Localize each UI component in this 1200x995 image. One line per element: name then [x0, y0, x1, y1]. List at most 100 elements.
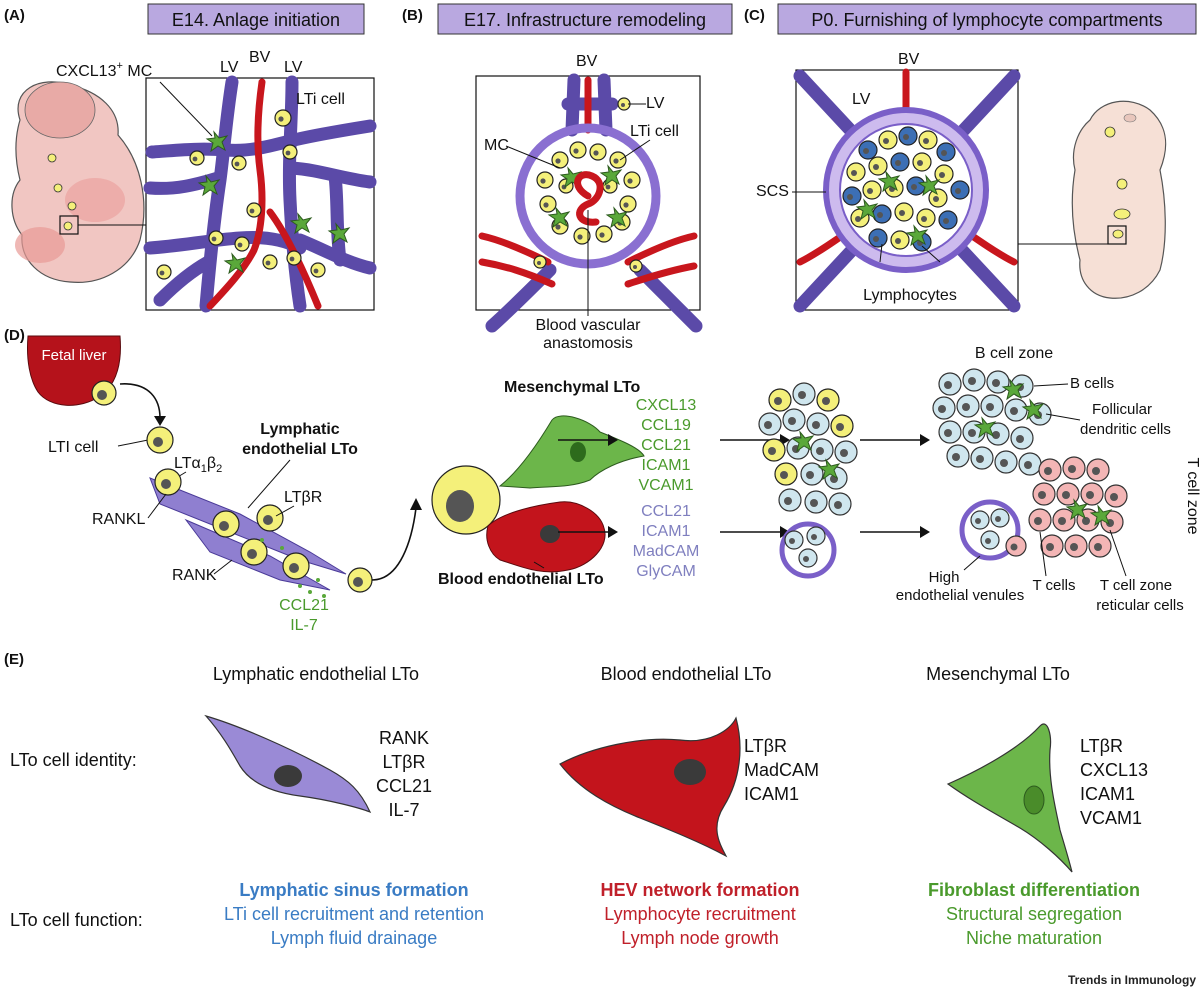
- svg-text:ICAM1: ICAM1: [744, 784, 799, 804]
- svg-text:VCAM1: VCAM1: [638, 477, 693, 494]
- svg-text:VCAM1: VCAM1: [1080, 808, 1142, 828]
- label-trc-1: T cell zone: [1100, 577, 1172, 594]
- embryo-illustration: [11, 81, 146, 283]
- panel-a-cells: [156, 109, 351, 280]
- label-mc-b: MC: [484, 137, 509, 154]
- stage-box-c: [777, 3, 1197, 35]
- panel-a-tag: (A): [4, 7, 25, 24]
- label-scs: SCS: [756, 183, 789, 200]
- label-anastomosis-1: Blood vascular: [536, 317, 642, 334]
- panel-b: (B) E17. Infrastructure remodeling: [402, 3, 733, 352]
- e-col2-function: HEV network formation Lymphocyte recruit…: [600, 880, 799, 948]
- svg-text:Fibroblast differentiation: Fibroblast differentiation: [928, 880, 1140, 900]
- label-b-cells: B cells: [1070, 375, 1114, 392]
- arrow-liver-lti: [119, 383, 161, 419]
- e-col3-markers: LTβR CXCL13 ICAM1 VCAM1: [1080, 736, 1148, 828]
- panel-c-cells: [842, 126, 970, 252]
- label-hev-2: endothelial venules: [896, 587, 1024, 604]
- svg-text:Niche maturation: Niche maturation: [966, 928, 1102, 948]
- label-blood-lto: Blood endothelial LTo: [438, 571, 604, 588]
- svg-text:MadCAM: MadCAM: [633, 543, 700, 560]
- svg-text:Lymphocyte recruitment: Lymphocyte recruitment: [604, 904, 795, 924]
- e-col1-function: Lymphatic sinus formation LTi cell recru…: [224, 880, 484, 948]
- label-cxcl13-mc: CXCL13+ MC: [56, 60, 152, 80]
- stage-box-a: [147, 3, 365, 35]
- purple-adhesion-list: CCL21 ICAM1 MadCAM GlyCAM: [633, 503, 700, 580]
- svg-text:CCL19: CCL19: [641, 417, 691, 434]
- label-fetal-liver: Fetal liver: [41, 347, 106, 364]
- e-col2-markers: LTβR MadCAM ICAM1: [744, 736, 819, 804]
- label-lti-cell-d: LTI cell: [48, 439, 98, 456]
- neonate-illustration: [1018, 100, 1167, 299]
- svg-text:LTβR: LTβR: [382, 752, 425, 772]
- label-lv-b: LV: [646, 95, 665, 112]
- lymphatic-endothelium-strip: [149, 468, 347, 598]
- label-bv-c: BV: [898, 51, 920, 68]
- stage-box-b: [437, 3, 733, 35]
- label-ccl21-d: CCL21: [279, 597, 329, 614]
- label-fdc-2: dendritic cells: [1080, 421, 1171, 438]
- e-col3-title: Mesenchymal LTo: [926, 664, 1070, 684]
- panel-b-tag: (B): [402, 7, 423, 24]
- svg-text:Lymph node growth: Lymph node growth: [621, 928, 778, 948]
- e-col3-function: Fibroblast differentiation Structural se…: [928, 880, 1140, 948]
- label-fdc-1: Follicular: [1092, 401, 1152, 418]
- panel-d: (D) Fetal liver LTI cell LTα1β2 RANKL RA…: [4, 327, 1200, 634]
- label-hev-1: High: [929, 569, 960, 586]
- stage-title-c: P0. Furnishing of lymphocyte compartment…: [811, 10, 1162, 30]
- svg-text:Structural segregation: Structural segregation: [946, 904, 1122, 924]
- svg-text:ICAM1: ICAM1: [642, 523, 691, 540]
- svg-text:CXCL13: CXCL13: [636, 397, 697, 414]
- label-rankl: RANKL: [92, 511, 145, 528]
- label-lti-b: LTi cell: [630, 123, 679, 140]
- svg-text:ICAM1: ICAM1: [642, 457, 691, 474]
- svg-text:GlyCAM: GlyCAM: [636, 563, 696, 580]
- label-ltbr: LTβR: [284, 489, 322, 506]
- stage-title-b: E17. Infrastructure remodeling: [464, 10, 706, 30]
- panel-b-cells: [533, 97, 643, 273]
- label-il7-d: IL-7: [290, 617, 318, 634]
- arrow-lti-to-lto: [371, 507, 417, 581]
- svg-text:CCL21: CCL21: [641, 503, 691, 520]
- svg-text:LTi cell recruitment and reten: LTi cell recruitment and retention: [224, 904, 484, 924]
- label-lymphocytes: Lymphocytes: [863, 287, 957, 304]
- svg-text:LTβR: LTβR: [1080, 736, 1123, 756]
- svg-text:Lymphatic sinus formation: Lymphatic sinus formation: [239, 880, 468, 900]
- label-bv-b: BV: [576, 53, 598, 70]
- label-lv-c: LV: [852, 91, 871, 108]
- svg-text:CXCL13: CXCL13: [1080, 760, 1148, 780]
- lymphatic-lto-illustration: [204, 714, 372, 814]
- svg-text:CCL21: CCL21: [641, 437, 691, 454]
- label-ltab: LTα1β2: [174, 455, 222, 475]
- e-col2-title: Blood endothelial LTo: [601, 664, 772, 684]
- panel-c-tag: (C): [744, 7, 765, 24]
- label-anastomosis-2: anastomosis: [543, 335, 633, 352]
- journal-credit: Trends in Immunology: [1068, 973, 1196, 987]
- svg-text:IL-7: IL-7: [388, 800, 419, 820]
- svg-text:Lymph fluid drainage: Lymph fluid drainage: [271, 928, 437, 948]
- svg-text:RANK: RANK: [379, 728, 429, 748]
- mesenchymal-lto-illustration: [946, 723, 1073, 873]
- organized-lymph-node: [932, 368, 1128, 561]
- label-mes-lto: Mesenchymal LTo: [504, 379, 641, 396]
- svg-text:CCL21: CCL21: [376, 776, 432, 796]
- label-rank: RANK: [172, 567, 217, 584]
- e-function-label: LTo cell function:: [10, 910, 143, 930]
- label-lv-a2: LV: [284, 59, 303, 76]
- label-trc-2: reticular cells: [1096, 597, 1184, 614]
- e-col1-title: Lymphatic endothelial LTo: [213, 664, 419, 684]
- svg-text:MadCAM: MadCAM: [744, 760, 819, 780]
- panel-d-tag: (D): [4, 327, 25, 344]
- label-lymph-lto-1: Lymphatic: [260, 421, 340, 438]
- svg-text:ICAM1: ICAM1: [1080, 784, 1135, 804]
- label-t-cell-zone: T cell zone: [1184, 457, 1200, 534]
- label-bv-a: BV: [249, 49, 271, 66]
- label-lymph-lto-2: endothelial LTo: [242, 441, 358, 458]
- label-lti-a: LTi cell: [296, 91, 345, 108]
- panel-a: (A) E14. Anlage initiation: [4, 3, 377, 313]
- label-b-cell-zone: B cell zone: [975, 345, 1053, 362]
- label-lv-a1: LV: [220, 59, 239, 76]
- green-chemokine-list: CXCL13 CCL19 CCL21 ICAM1 VCAM1: [636, 397, 697, 494]
- blood-lto-illustration: [559, 716, 741, 858]
